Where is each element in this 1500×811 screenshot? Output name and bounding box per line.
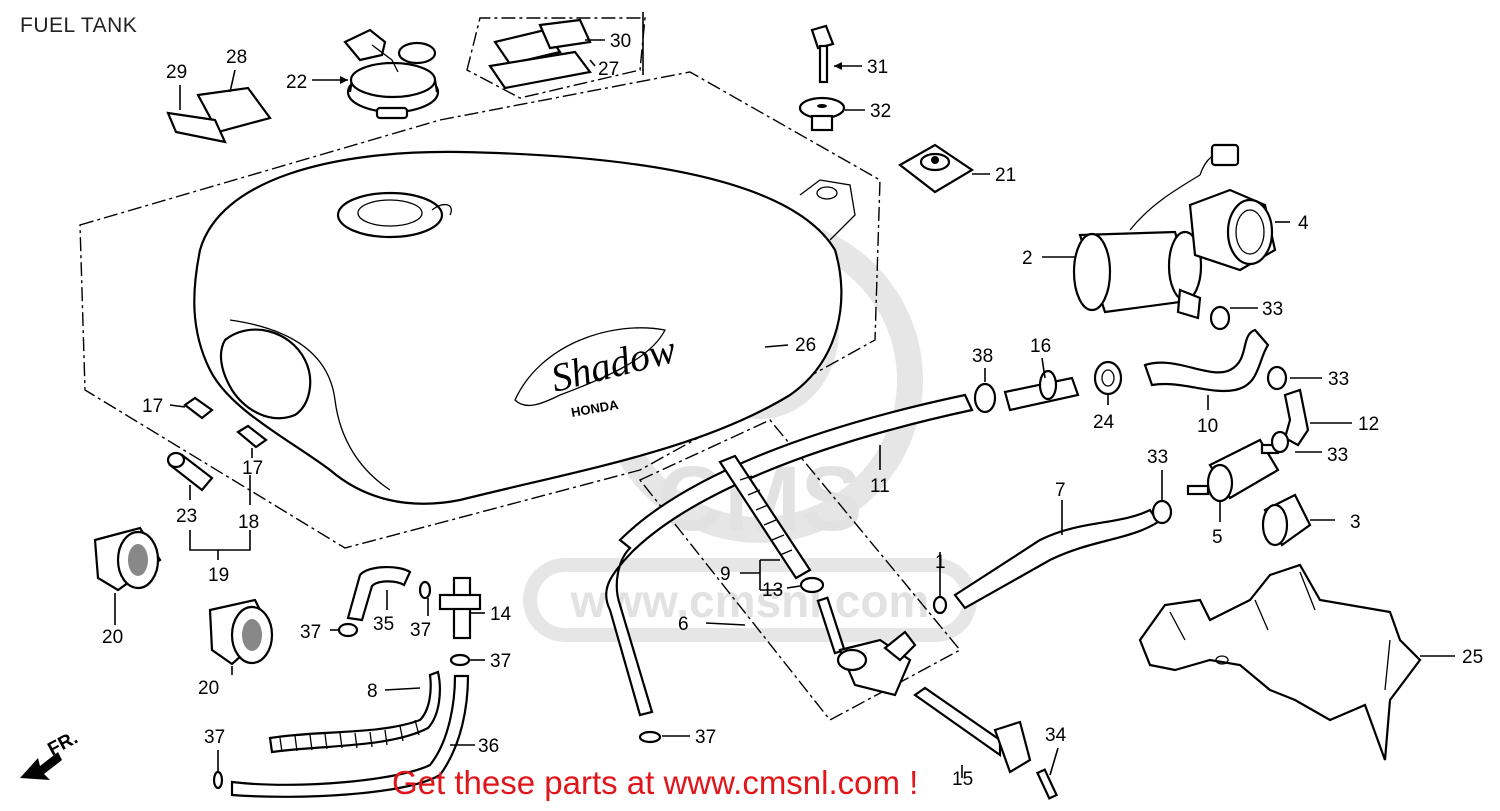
label-21: 21 <box>995 165 1016 186</box>
label-24: 24 <box>1093 412 1115 433</box>
label-20-upper: 20 <box>102 627 123 648</box>
clip-37b <box>418 580 432 600</box>
clamp-33c <box>1270 430 1290 454</box>
label-33-pump: 33 <box>1262 299 1283 320</box>
label-11: 11 <box>870 476 890 497</box>
fuel-tube-7 <box>953 508 1160 610</box>
label-20-lower: 20 <box>198 678 219 699</box>
label-8: 8 <box>367 681 378 702</box>
label-22: 22 <box>286 72 307 93</box>
assembly-outline <box>79 71 881 549</box>
label-36: 36 <box>478 736 499 757</box>
label-35: 35 <box>373 614 394 635</box>
label-37-left: 37 <box>300 622 321 643</box>
label-37-joint: 37 <box>490 651 511 672</box>
clamp-33a <box>1209 305 1231 331</box>
o-ring-13 <box>799 576 825 594</box>
label-37-valve: 37 <box>695 727 716 748</box>
knee-rubber-20a <box>93 526 162 592</box>
mounting-rubber <box>898 143 975 194</box>
front-label: FR. <box>44 728 81 761</box>
label-14: 14 <box>490 604 512 625</box>
fuel-pump-bracket <box>1138 563 1422 761</box>
fuel-pump-cover <box>1188 188 1277 272</box>
label-26: 26 <box>795 335 816 356</box>
label-34: 34 <box>1045 725 1067 746</box>
label-15: 15 <box>952 769 973 790</box>
fuel-strainer <box>718 454 812 580</box>
sticker-30 <box>493 18 592 66</box>
collar-23 <box>166 451 214 492</box>
cushion-17b <box>236 424 268 449</box>
label-17-right: 17 <box>242 458 263 479</box>
clamp-33b <box>1266 365 1288 391</box>
bolt <box>810 24 835 84</box>
label-7: 7 <box>1055 480 1066 501</box>
label-25: 25 <box>1462 647 1483 668</box>
clip-1 <box>932 595 948 615</box>
label-4: 4 <box>1298 213 1309 234</box>
clamp-33d <box>1151 499 1173 525</box>
grommet <box>798 96 846 132</box>
label-33-filter: 33 <box>1327 445 1348 466</box>
label-33-tube: 33 <box>1328 369 1349 390</box>
joint-16 <box>1003 369 1080 412</box>
clip-37a <box>337 622 359 638</box>
breather-tube-36 <box>230 674 470 798</box>
label-10: 10 <box>1197 416 1218 437</box>
clip-37e <box>212 770 224 790</box>
label-19: 19 <box>208 565 229 586</box>
label-5: 5 <box>1212 527 1223 548</box>
drain-tube <box>913 686 1032 774</box>
sticker-29 <box>166 111 227 144</box>
leader-lines <box>114 12 1455 778</box>
label-30: 30 <box>610 31 631 52</box>
label-12: 12 <box>1358 414 1379 435</box>
fuel-tank: Shadow HONDA <box>193 150 856 505</box>
label-13: 13 <box>762 580 783 601</box>
label-37-bottom: 37 <box>204 727 225 748</box>
label-18: 18 <box>238 512 259 533</box>
petcock-outline <box>638 419 962 721</box>
label-23: 23 <box>176 506 197 527</box>
drain-plug <box>1035 768 1059 800</box>
label-38: 38 <box>972 346 993 367</box>
label-37-mid: 37 <box>410 620 431 641</box>
fuel-tube-12 <box>1283 388 1310 447</box>
fuel-tube-10 <box>1143 328 1270 393</box>
fuel-valve <box>816 596 917 697</box>
label-28: 28 <box>226 47 247 68</box>
cushion-17a <box>183 396 214 420</box>
label-27: 27 <box>598 59 619 80</box>
clip-37d <box>638 730 662 744</box>
label-1: 1 <box>935 552 946 573</box>
part-labels: 29 28 22 30 27 31 32 21 4 2 33 38 16 26 … <box>102 31 1483 790</box>
parts-link-banner[interactable]: Get these parts at www.cmsnl.com ! <box>392 764 919 801</box>
fuel-pump <box>1072 143 1240 320</box>
label-3: 3 <box>1350 512 1361 533</box>
label-9: 9 <box>720 564 731 585</box>
page-title: FUEL TANK <box>20 14 138 37</box>
three-way-joint <box>438 576 482 640</box>
knee-rubber-20b <box>208 598 274 666</box>
label-17-left: 17 <box>142 396 163 417</box>
label-6: 6 <box>678 614 689 635</box>
label-29: 29 <box>166 62 187 83</box>
label-32: 32 <box>870 101 891 122</box>
clip-24 <box>1093 360 1123 396</box>
label-2: 2 <box>1022 248 1033 269</box>
filter-holder <box>1261 493 1312 547</box>
fuel-tube-35 <box>346 566 412 622</box>
fuel-filter <box>1186 438 1280 503</box>
label-33-lower: 33 <box>1147 447 1168 468</box>
overflow-tube-8-ridges <box>279 719 420 753</box>
label-16: 16 <box>1030 336 1051 357</box>
clamp-38 <box>973 382 997 414</box>
front-arrow: FR. <box>20 728 81 780</box>
label-31: 31 <box>867 57 888 78</box>
clip-37c <box>449 653 471 667</box>
sticker-27 <box>488 50 592 90</box>
fuel-cap <box>343 28 440 120</box>
